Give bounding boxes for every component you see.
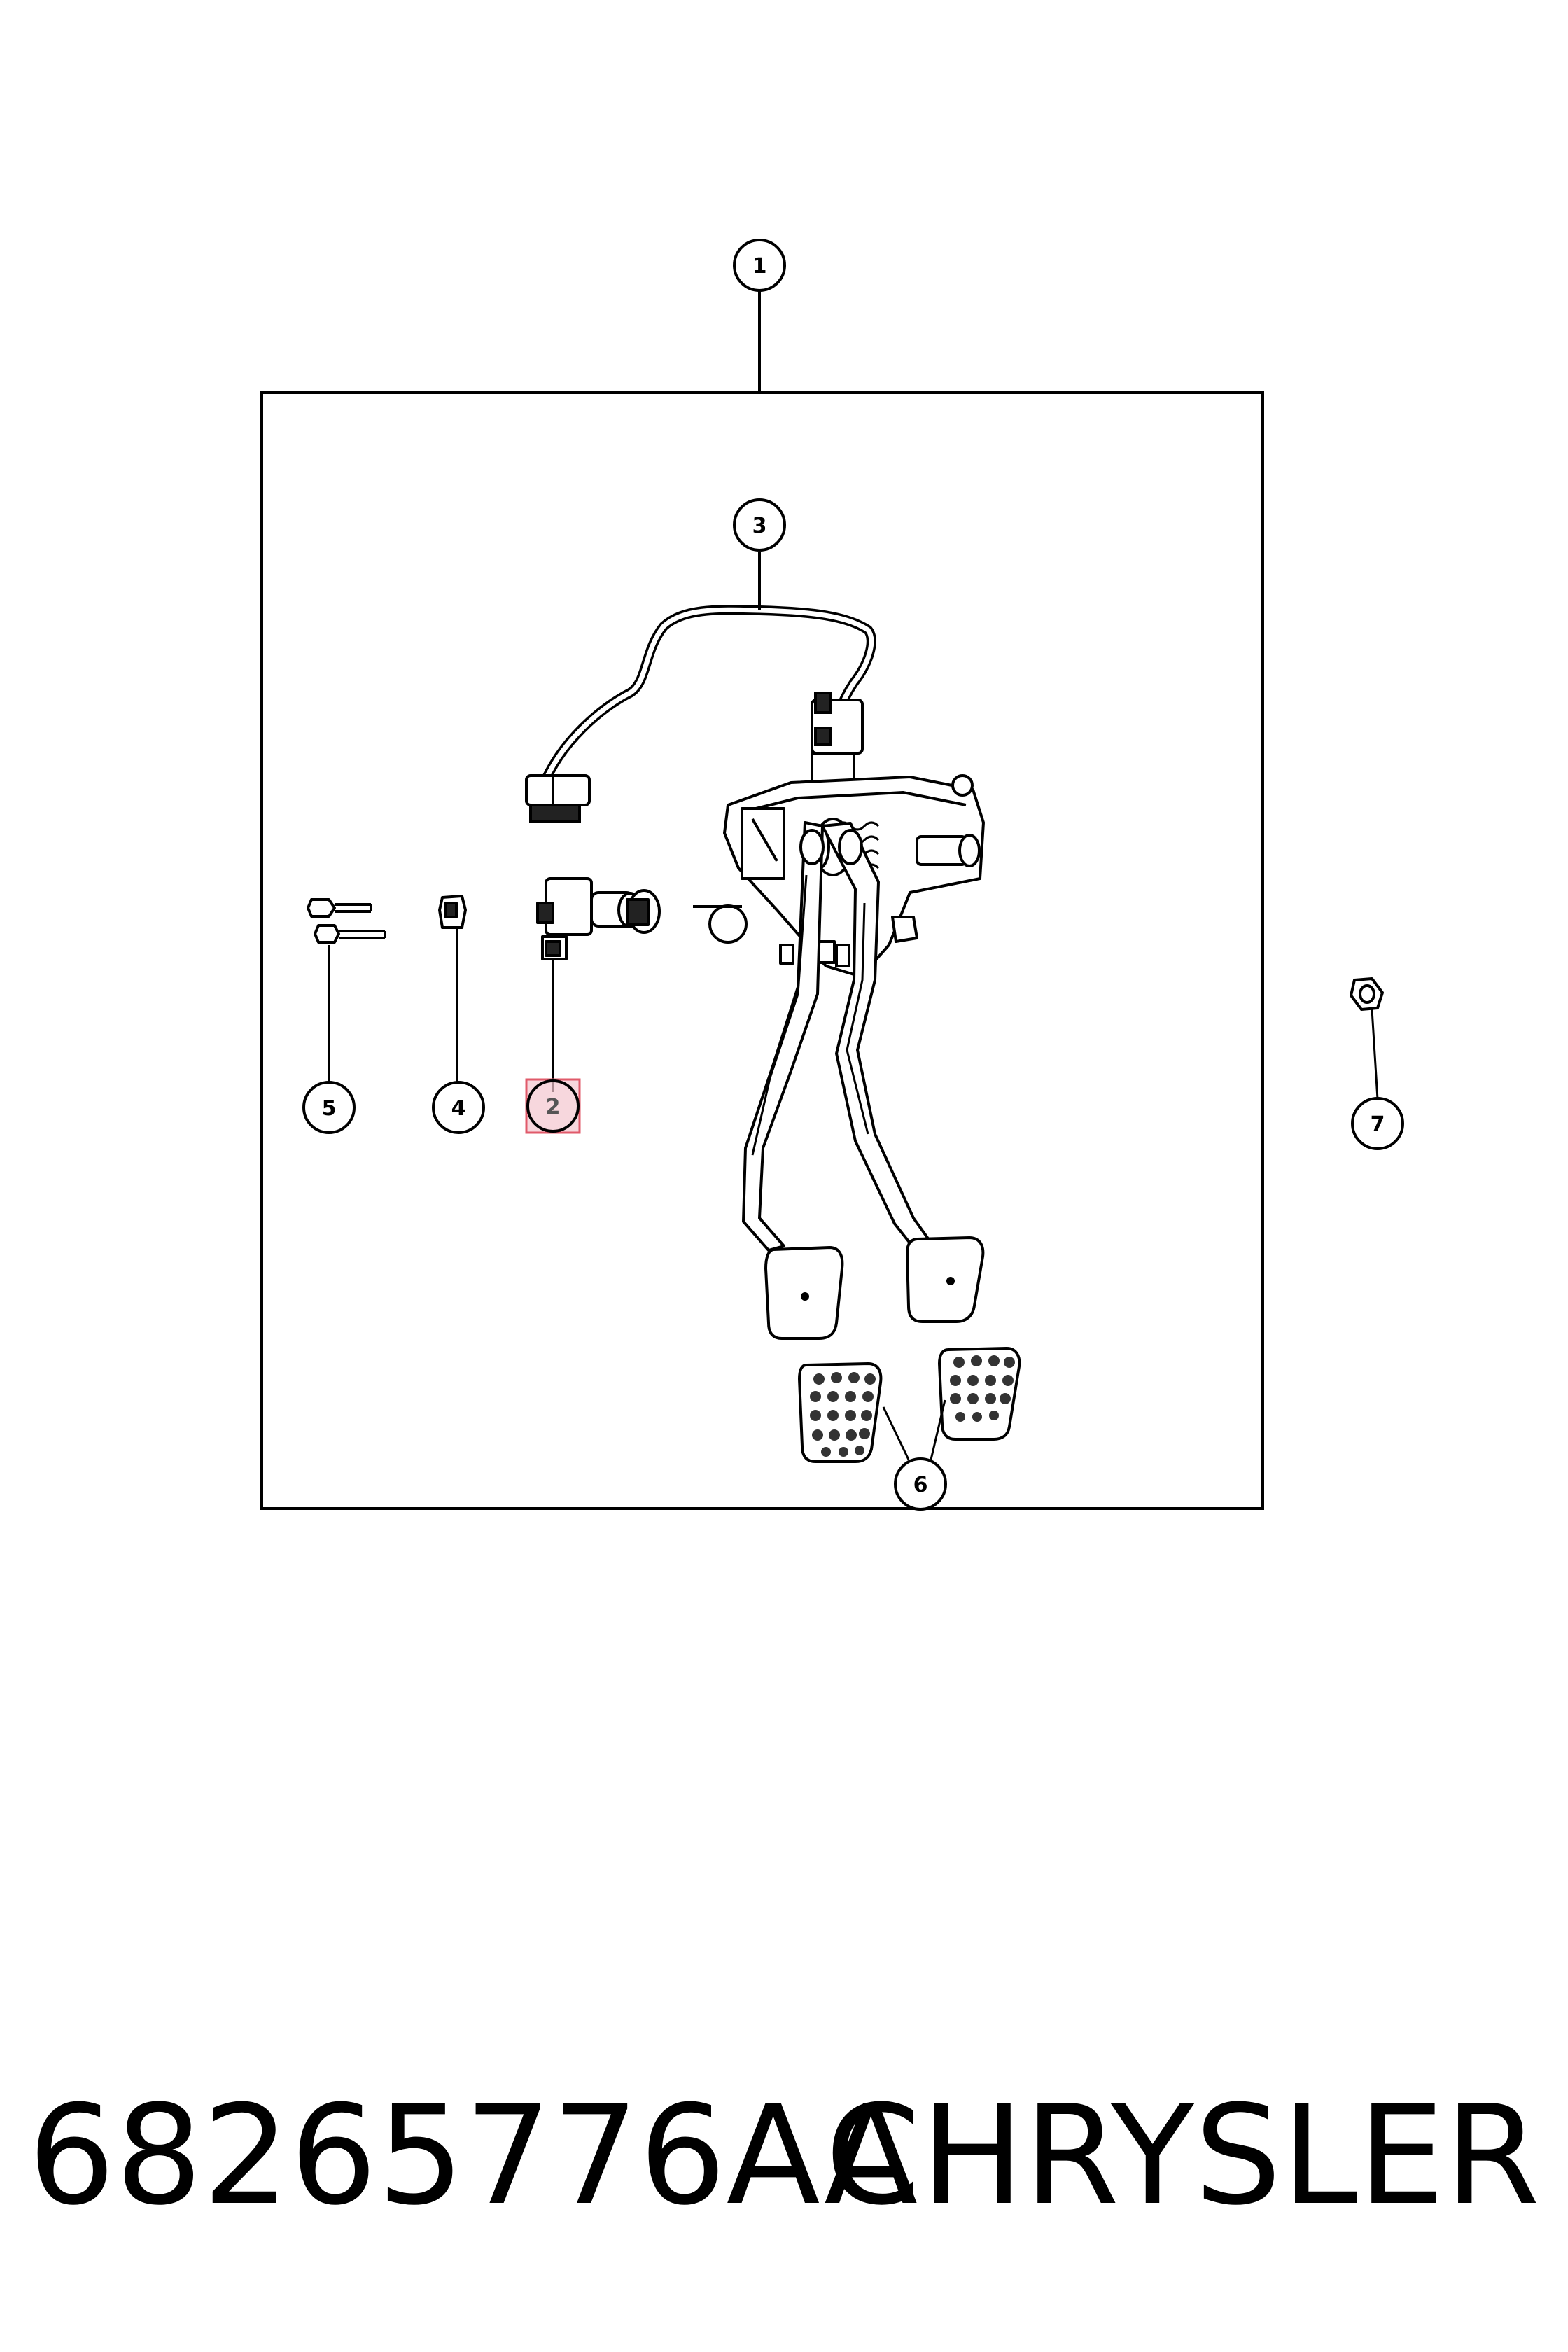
callout-3-number: 3 <box>752 514 767 538</box>
callout-7: 7 <box>1351 1097 1404 1150</box>
callout-6: 6 <box>894 1457 947 1511</box>
bolts <box>307 898 386 1084</box>
callout-1: 1 <box>733 239 786 292</box>
clutch-pedal <box>742 821 844 1340</box>
footer-caption: 68265776AA CHRYSLER <box>28 2072 1540 2240</box>
callout-5: 5 <box>302 1081 356 1134</box>
callout-2-number: 2 <box>546 1095 561 1119</box>
brand-name: CHRYSLER <box>825 2076 1540 2236</box>
harness-connector-right <box>811 692 864 783</box>
callout-4: 4 <box>432 1081 485 1134</box>
clutch-switch <box>536 877 661 1092</box>
pedal-pads <box>797 1346 1021 1463</box>
callout-6-number: 6 <box>913 1473 928 1497</box>
brake-pedal <box>821 822 985 1323</box>
retainer-clip <box>438 895 467 1093</box>
callout-2[interactable]: 2 <box>525 1078 581 1134</box>
pivot-hardware <box>799 829 863 967</box>
nut <box>1350 977 1384 1100</box>
harness-connector-left <box>525 774 591 823</box>
callout-4-number: 4 <box>451 1096 466 1121</box>
callout-3: 3 <box>733 498 786 552</box>
callout-5-number: 5 <box>322 1096 337 1121</box>
wiring-harness <box>538 552 876 792</box>
assembly-frame <box>260 391 1264 1510</box>
callout-7-number: 7 <box>1371 1112 1385 1137</box>
part-number: 68265776AA <box>28 2076 918 2236</box>
callout-1-number: 1 <box>752 254 767 279</box>
